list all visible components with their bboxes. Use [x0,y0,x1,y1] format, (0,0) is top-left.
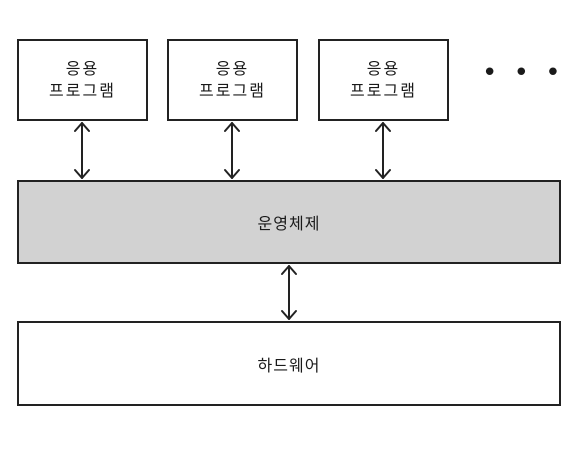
operating-system-box: 운영체제 [17,180,561,264]
application-box-3: 응용 프로그램 [318,39,449,121]
application-label-1: 응용 프로그램 [49,59,116,100]
hardware-box: 하드웨어 [17,321,561,406]
application-label-3: 응용 프로그램 [350,59,417,100]
application-label-2: 응용 프로그램 [199,59,266,100]
more-applications-ellipsis: • • • [482,58,565,88]
arrow-app2-os [224,122,240,179]
application-box-2: 응용 프로그램 [167,39,298,121]
application-box-1: 응용 프로그램 [17,39,148,121]
operating-system-label: 운영체제 [257,214,321,233]
arrow-app3-os [375,122,391,179]
arrow-os-hardware [281,265,297,320]
hardware-label: 하드웨어 [257,355,321,375]
arrow-app1-os [74,122,90,179]
